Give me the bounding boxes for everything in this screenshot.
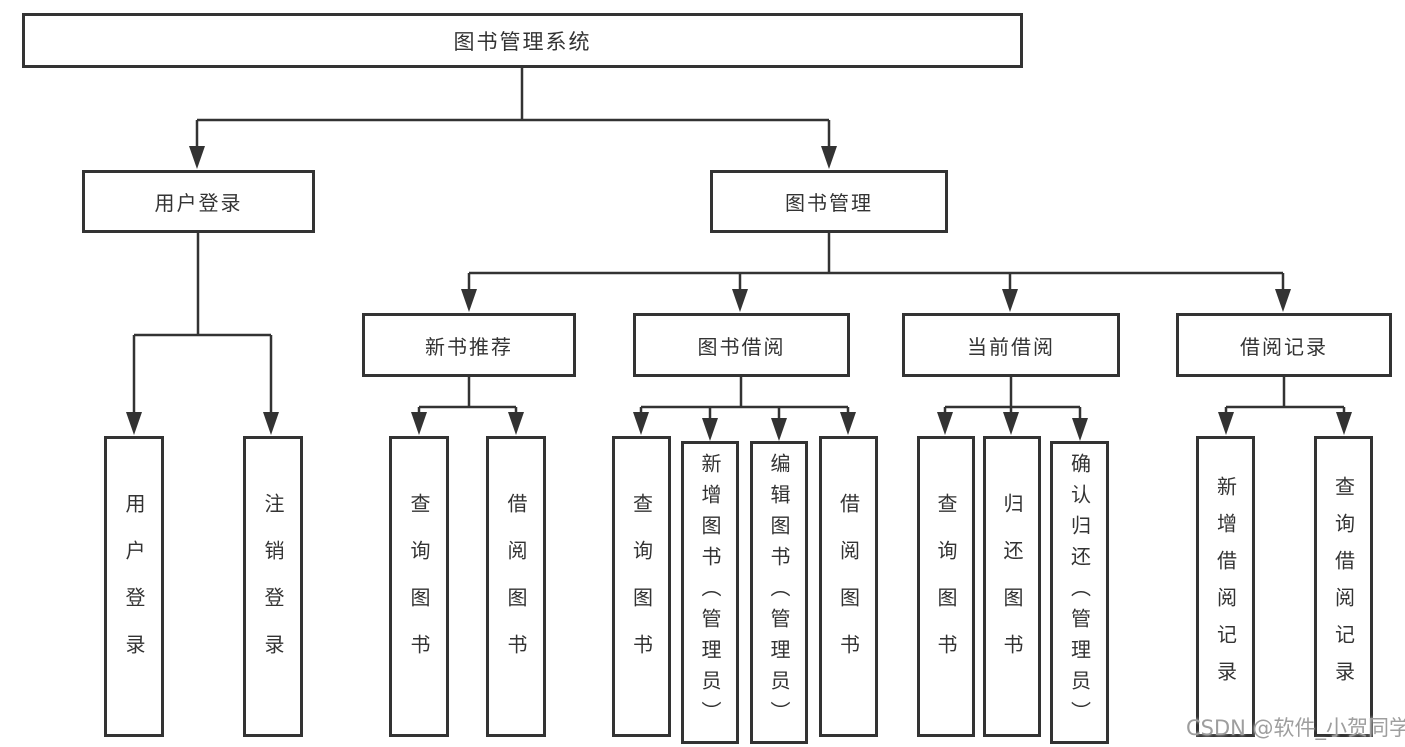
leaf-label: 查询图书 [934,492,958,681]
leaf-label: 用户登录 [122,492,146,681]
leaf-query-books-current: 查询图书 [917,436,975,737]
node-borrowing-records: 借阅记录 [1176,313,1392,377]
arrowhead [937,412,953,435]
node-label: 图书借阅 [697,334,786,359]
connector-current-borrowing-to-leaves [943,377,1082,433]
node-library-management-system: 图书管理系统 [22,13,1023,68]
leaf-label: 新增借阅记录 [1213,475,1238,698]
node-label: 图书管理系统 [453,29,592,54]
arrowhead [732,289,748,312]
leaf-query-books-borrowing: 查询图书 [612,436,671,737]
connector-new-book-recommend-to-leaves [417,377,518,427]
node-label: 当前借阅 [967,334,1055,359]
leaf-label: 查询借阅记录 [1331,475,1356,698]
arrowhead [461,289,477,312]
arrowhead [1218,412,1234,435]
arrowhead [1072,418,1088,441]
leaf-logout: 注销登录 [243,436,303,737]
arrowhead [411,412,427,435]
connector-user-login-to-leaves [132,233,273,427]
leaf-query-borrow-record: 查询借阅记录 [1314,436,1373,737]
arrowhead [1003,412,1019,435]
node-label: 用户登录 [154,191,243,215]
leaf-confirm-return-admin: 确认归还（管理员） [1050,441,1109,744]
leaf-label: 查询图书 [629,492,654,681]
arrowhead [702,418,718,441]
node-label: 图书管理 [785,191,873,215]
node-book-borrowing: 图书借阅 [633,313,850,377]
leaf-label: 查询图书 [407,492,431,681]
arrowhead [126,412,142,435]
leaf-label: 编辑图书（管理员） [767,453,791,732]
arrowhead [1002,289,1018,312]
leaf-return-books: 归还图书 [983,436,1041,737]
leaf-label: 借阅图书 [836,492,861,681]
leaf-edit-books-admin: 编辑图书（管理员） [750,441,808,744]
leaf-label: 确认归还（管理员） [1067,453,1092,732]
connector-book-borrowing-to-leaves [639,377,850,433]
arrowhead [263,412,279,435]
node-book-management: 图书管理 [710,170,948,233]
leaf-add-borrow-record: 新增借阅记录 [1196,436,1255,737]
leaf-borrow-books-recommend: 借阅图书 [486,436,546,737]
connector-borrowing-records-to-leaves [1224,377,1346,427]
connector-lines [132,68,1346,433]
arrowhead [1336,412,1352,435]
node-user-login: 用户登录 [82,170,315,233]
arrowhead [189,146,205,169]
arrowhead [508,412,524,435]
connector-book-management-to-level3 [467,233,1285,303]
node-label: 借阅记录 [1240,334,1328,359]
node-new-book-recommend: 新书推荐 [362,313,576,377]
arrowhead [840,412,856,435]
node-current-borrowing: 当前借阅 [902,313,1120,377]
arrowhead [633,412,649,435]
arrowhead [821,146,837,169]
arrowhead [1275,289,1291,312]
leaf-query-books-recommend: 查询图书 [389,436,449,737]
csdn-watermark: CSDN @软件_小贺同学 [1186,716,1405,740]
leaf-borrow-books-borrowing: 借阅图书 [819,436,878,737]
leaf-user-login: 用户登录 [104,436,164,737]
leaf-add-books-admin: 新增图书（管理员） [681,441,739,744]
arrowhead [771,418,787,441]
leaf-label: 归还图书 [1000,492,1024,681]
node-label: 新书推荐 [425,334,513,359]
leaf-label: 新增图书（管理员） [698,453,722,732]
leaf-label: 借阅图书 [504,492,528,681]
connector-root-to-level2 [195,68,831,160]
leaf-label: 注销登录 [261,492,285,681]
